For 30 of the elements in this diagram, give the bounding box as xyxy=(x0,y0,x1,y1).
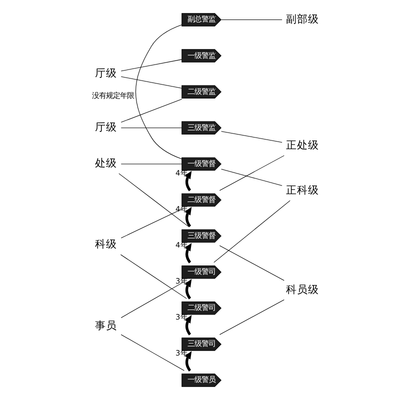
arrow xyxy=(184,170,192,192)
connector xyxy=(120,59,182,72)
node-text: 厅级 xyxy=(94,122,116,134)
connector xyxy=(213,200,290,263)
connector xyxy=(120,334,184,371)
connector xyxy=(120,98,182,123)
connector xyxy=(120,281,184,318)
node-text: 副部级 xyxy=(285,13,318,26)
arrow xyxy=(184,315,192,336)
node-text: 正处级 xyxy=(285,140,318,152)
connector xyxy=(120,76,182,88)
connector xyxy=(218,299,284,335)
connector xyxy=(220,131,282,143)
node-text: 正科级 xyxy=(285,184,318,197)
connector xyxy=(220,168,282,186)
connector xyxy=(218,245,284,281)
connector xyxy=(120,254,186,299)
arrow xyxy=(184,242,192,264)
node-text: 事员 xyxy=(94,320,116,332)
connector xyxy=(118,173,188,227)
node-text: 处级 xyxy=(94,158,116,170)
arrow xyxy=(184,206,192,228)
arrow xyxy=(184,279,192,300)
node-text: 科员级 xyxy=(285,284,318,296)
connector xyxy=(120,208,182,238)
node-text: 厅级 xyxy=(94,67,116,80)
node-text: 科级 xyxy=(94,238,116,251)
connector xyxy=(218,155,284,191)
connector xyxy=(134,24,182,160)
arrow xyxy=(184,351,192,372)
